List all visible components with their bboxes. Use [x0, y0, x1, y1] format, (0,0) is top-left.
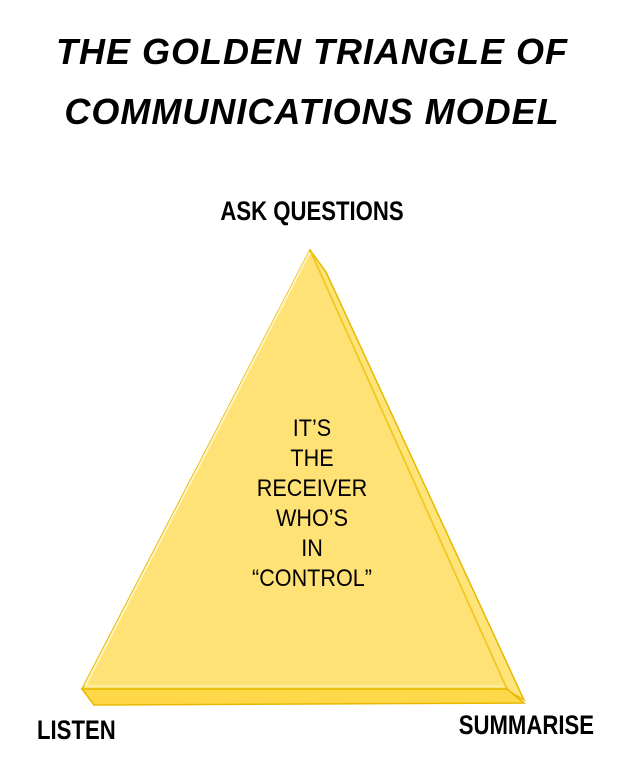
title-line-2: COMMUNICATIONS MODEL [64, 91, 560, 132]
center-text-line-1: IT’S [292, 415, 332, 442]
title-line-1: THE GOLDEN TRIANGLE OF [56, 31, 568, 72]
triangle-left-highlight [84, 251, 311, 687]
center-text-line-2: THE [290, 445, 334, 472]
corner-label-listen: LISTEN [37, 715, 116, 745]
triangle-right-edge-shade [310, 251, 507, 688]
center-text-line-3: RECEIVER [256, 475, 368, 502]
corner-label-summarise: SUMMARISE [458, 710, 594, 740]
center-text-line-5: IN [301, 535, 323, 562]
center-text-line-6: “CONTROL” [251, 565, 372, 592]
center-text-line-4: WHO’S [276, 505, 348, 532]
triangle-bottom-bevel [80, 688, 527, 706]
corner-label-ask-questions: ASK QUESTIONS [220, 196, 404, 226]
triangle-center-text: IT’S THE RECEIVER WHO’S IN “CONTROL” [0, 414, 624, 594]
